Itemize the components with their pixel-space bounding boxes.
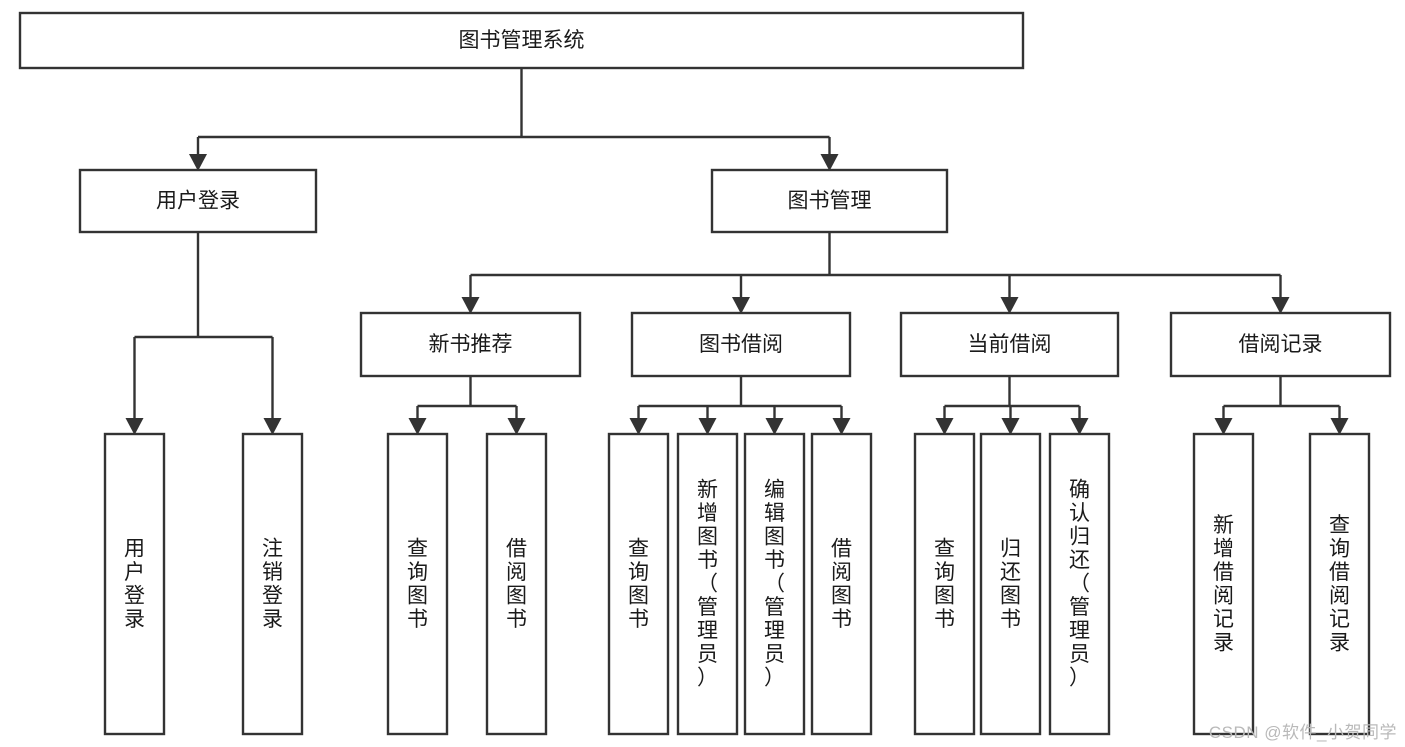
node-leaf-borrow-book-rec[interactable]: 借阅图书 xyxy=(485,432,548,736)
connector-userlogin-to-leaves xyxy=(125,232,282,435)
connector-bookmanage-to-level3 xyxy=(461,232,1290,314)
node-label: 归还图书 xyxy=(1000,537,1021,631)
arrow-head-icon xyxy=(832,418,851,435)
node-leaf-add-record[interactable]: 新增借阅记录 xyxy=(1192,432,1255,736)
node-box xyxy=(607,432,670,736)
node-box xyxy=(676,432,739,736)
arrow-head-icon xyxy=(765,418,784,435)
node-box xyxy=(1192,432,1255,736)
node-leaf-add-book[interactable]: 新增图书（管理员） xyxy=(676,432,739,736)
node-leaf-edit-book[interactable]: 编辑图书（管理员） xyxy=(743,432,806,736)
node-box xyxy=(359,311,582,378)
arrow-head-icon xyxy=(1271,297,1290,314)
connector-root-to-level2 xyxy=(189,68,839,171)
arrow-head-icon xyxy=(629,418,648,435)
node-box xyxy=(630,311,852,378)
node-label: 用户登录 xyxy=(156,190,240,213)
node-label: 图书管理 xyxy=(788,190,872,213)
arrow-head-icon xyxy=(1214,418,1233,435)
node-label: 借阅记录 xyxy=(1239,333,1323,356)
arrow-head-icon xyxy=(408,418,427,435)
node-label: 编辑图书（管理员） xyxy=(764,479,785,690)
node-box xyxy=(1308,432,1371,736)
arrow-head-icon xyxy=(1330,418,1349,435)
node-label: 查询借阅记录 xyxy=(1329,514,1350,655)
node-leaf-query-book-cur[interactable]: 查询图书 xyxy=(913,432,976,736)
node-label: 用户登录 xyxy=(124,537,145,631)
node-label: 借阅图书 xyxy=(831,537,852,631)
node-label: 当前借阅 xyxy=(968,333,1052,356)
connector-bookborrow-to-leaves xyxy=(629,376,851,435)
node-leaf-query-book-rec[interactable]: 查询图书 xyxy=(386,432,449,736)
connector-layer xyxy=(125,68,1349,435)
node-box xyxy=(18,11,1025,70)
node-new-book-rec[interactable]: 新书推荐 xyxy=(359,311,582,378)
arrow-head-icon xyxy=(1070,418,1089,435)
node-box xyxy=(78,168,318,234)
node-layer: 图书管理系统用户登录图书管理新书推荐图书借阅当前借阅借阅记录用户登录注销登录查询… xyxy=(18,11,1392,736)
arrow-head-icon xyxy=(698,418,717,435)
node-box xyxy=(386,432,449,736)
node-box xyxy=(710,168,949,234)
node-label: 确认归还（管理员） xyxy=(1069,479,1090,690)
node-box xyxy=(810,432,873,736)
node-book-borrow[interactable]: 图书借阅 xyxy=(630,311,852,378)
node-leaf-borrow-book[interactable]: 借阅图书 xyxy=(810,432,873,736)
node-box xyxy=(1169,311,1392,378)
node-leaf-query-record[interactable]: 查询借阅记录 xyxy=(1308,432,1371,736)
connector-currentborrow-to-leaves xyxy=(935,376,1089,435)
node-label: 借阅图书 xyxy=(506,537,527,631)
node-root[interactable]: 图书管理系统 xyxy=(18,11,1025,70)
node-box xyxy=(743,432,806,736)
connector-borrowrecord-to-leaves xyxy=(1214,376,1349,435)
arrow-head-icon xyxy=(189,154,207,171)
arrow-head-icon xyxy=(1001,418,1020,435)
node-box xyxy=(485,432,548,736)
node-label: 新增借阅记录 xyxy=(1213,514,1234,655)
node-borrow-record[interactable]: 借阅记录 xyxy=(1169,311,1392,378)
node-leaf-confirm-return[interactable]: 确认归还（管理员） xyxy=(1048,432,1111,736)
node-book-manage[interactable]: 图书管理 xyxy=(710,168,949,234)
node-label: 新书推荐 xyxy=(429,333,513,356)
arrow-head-icon xyxy=(125,418,144,435)
node-box xyxy=(1048,432,1111,736)
node-user-login[interactable]: 用户登录 xyxy=(78,168,318,234)
arrow-head-icon xyxy=(732,297,750,314)
arrow-head-icon xyxy=(507,418,526,435)
node-label: 新增图书（管理员） xyxy=(697,479,718,690)
node-label: 图书借阅 xyxy=(699,333,783,356)
node-label: 注销登录 xyxy=(262,537,283,631)
node-box xyxy=(913,432,976,736)
connector-newbookrec-to-leaves xyxy=(408,376,526,435)
node-leaf-user-login[interactable]: 用户登录 xyxy=(103,432,166,736)
node-leaf-logout[interactable]: 注销登录 xyxy=(241,432,304,736)
node-leaf-query-book-borrow[interactable]: 查询图书 xyxy=(607,432,670,736)
arrow-head-icon xyxy=(935,418,954,435)
node-box xyxy=(899,311,1120,378)
arrow-head-icon xyxy=(820,154,839,171)
node-label: 查询图书 xyxy=(407,537,428,631)
node-label: 查询图书 xyxy=(628,537,649,631)
csdn-watermark: CSDN @软件_小贺同学 xyxy=(1208,723,1397,742)
node-leaf-return-book[interactable]: 归还图书 xyxy=(979,432,1042,736)
node-label: 查询图书 xyxy=(934,537,955,631)
node-box xyxy=(241,432,304,736)
arrow-head-icon xyxy=(263,418,282,435)
node-box xyxy=(979,432,1042,736)
arrow-head-icon xyxy=(461,297,480,314)
node-current-borrow[interactable]: 当前借阅 xyxy=(899,311,1120,378)
node-label: 图书管理系统 xyxy=(459,29,585,52)
node-box xyxy=(103,432,166,736)
arrow-head-icon xyxy=(1000,297,1019,314)
